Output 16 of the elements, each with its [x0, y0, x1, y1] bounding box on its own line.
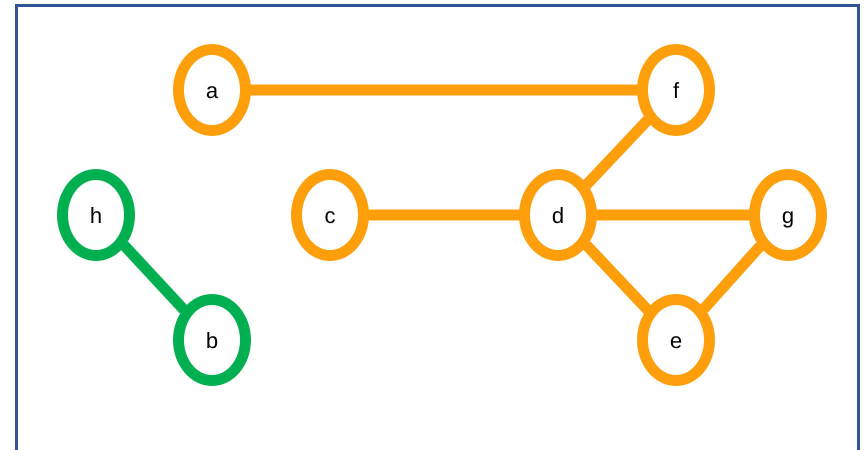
node-label: c [324, 202, 336, 230]
connector-line [596, 210, 750, 220]
node-label: b [206, 326, 218, 354]
node-label: d [552, 202, 564, 230]
connector-line [582, 241, 652, 314]
node-label: f [672, 76, 680, 104]
circle-node [637, 294, 715, 386]
connector-line [250, 84, 638, 96]
node-label: a [206, 76, 218, 104]
connector-line [582, 116, 652, 189]
connector-line [368, 210, 520, 220]
connector-line [700, 242, 764, 313]
node-label: g [782, 202, 794, 230]
connector-line [120, 242, 188, 314]
node-label: h [90, 202, 102, 230]
node-label: e [670, 326, 682, 354]
